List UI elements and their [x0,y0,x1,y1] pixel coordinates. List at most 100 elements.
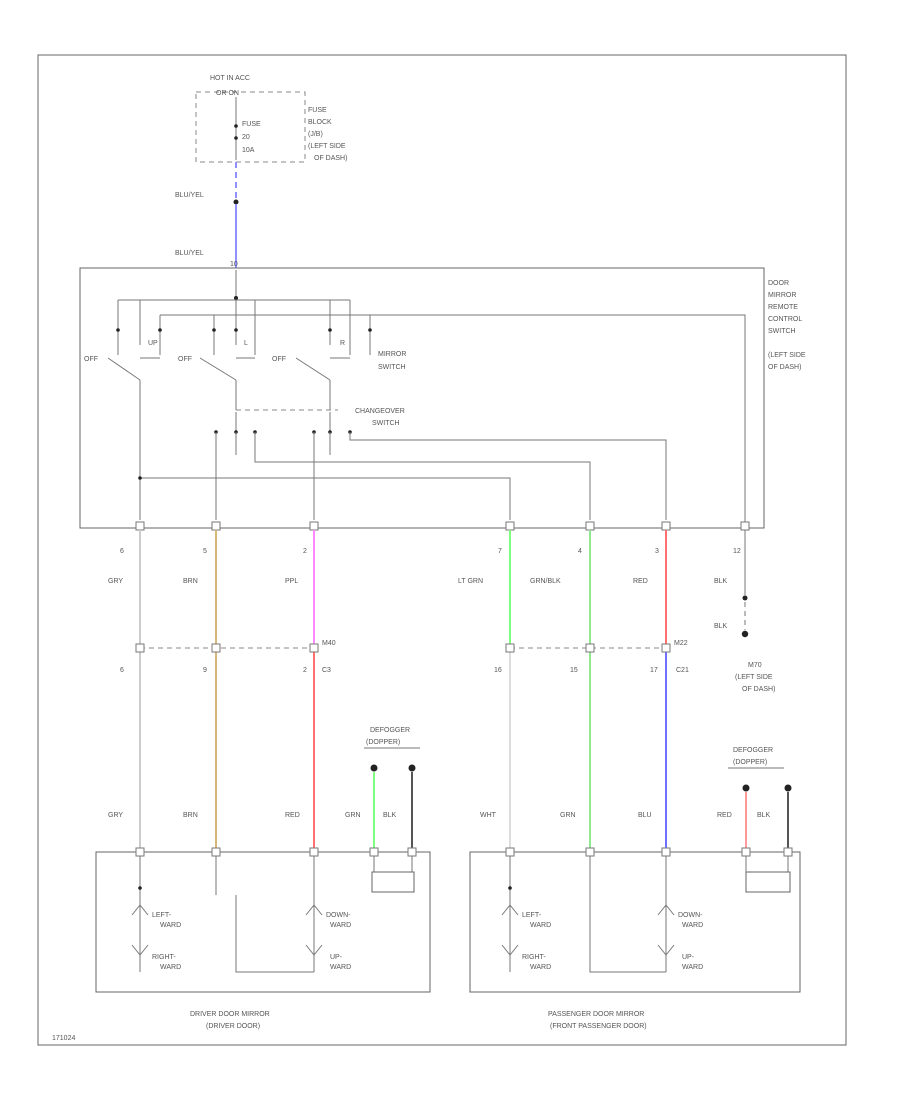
pin-2: 2 [303,548,307,555]
p-wire-grn: GRN [560,812,576,819]
wire-label-blu-yel-1: BLU/YEL [175,192,204,199]
mirror-wire-labels: GRY BRN RED GRN BLK WHT GRN BLU RED BLK [108,812,771,819]
mirror-switch: OFF UP OFF L OFF R MIRROR SWITCH [84,340,406,520]
driver-mirror-label-2: (DRIVER DOOR) [206,1023,260,1030]
pin-7: 7 [498,548,502,555]
remote-label-2: MIRROR [768,292,796,299]
motor-rightward-2: WARD [160,964,181,971]
diagram-frame [37,54,847,1046]
p-wire-wht: WHT [480,812,497,819]
conn-c3: C3 [322,667,331,674]
motor-upward-2: WARD [330,964,351,971]
conn-m22: M22 [674,640,688,647]
p-motor-leftward-2: WARD [530,922,551,929]
jpin-16: 16 [494,667,502,674]
p-wire-red: RED [717,812,732,819]
remote-control-switch: DOOR MIRROR REMOTE CONTROL SWITCH (LEFT … [79,267,806,529]
ground-label-3: OF DASH) [742,686,775,693]
changeover-switch: CHANGEOVER SWITCH [138,408,667,520]
driver-door-mirror: LEFT- WARD RIGHT- WARD DOWN- WARD UP- WA… [95,847,431,1030]
wire-label-blu-yel-2: BLU/YEL [175,250,204,257]
pin-5: 5 [203,548,207,555]
remote-label-7: OF DASH) [768,364,801,371]
fuse-amperage: 10A [242,147,255,154]
motor-upward: UP- [330,954,343,961]
fuse-block-label-2: BLOCK [308,119,332,126]
motor-leftward-2: WARD [160,922,181,929]
sw-r: R [340,340,345,347]
p-motor-upward: UP- [682,954,695,961]
sw-off-2: OFF [178,356,192,363]
sw-l: L [244,340,248,347]
pin-3: 3 [655,548,659,555]
pass-mirror-label-2: (FRONT PASSENGER DOOR) [550,1023,647,1030]
p-motor-rightward-2: WARD [530,964,551,971]
jpin-15: 15 [570,667,578,674]
wire-blk: BLK [714,578,728,585]
p-motor-rightward: RIGHT- [522,954,546,961]
pin-top: 10 [230,261,238,268]
conn-m40: M40 [322,640,336,647]
pin-12: 12 [733,548,741,555]
hot-in-label-2: OR ON [216,90,239,97]
wire-brn: BRN [183,578,198,585]
passenger-door-mirror: LEFT- WARD RIGHT- WARD DOWN- WARD UP- WA… [469,847,801,1030]
sw-up-1: UP [148,340,158,347]
p-motor-leftward: LEFT- [522,912,542,919]
jpin-6: 6 [120,667,124,674]
d-wire-blk: BLK [383,812,397,819]
d-wire-red: RED [285,812,300,819]
fuse-block-label-1: FUSE [308,107,327,114]
motor-downward: DOWN- [326,912,351,919]
mirror-switch-label-1: MIRROR [378,351,406,358]
p-wire-blk: BLK [757,812,771,819]
sw-off-3: OFF [272,356,286,363]
d-wire-grn: GRN [345,812,361,819]
remote-label-5: SWITCH [768,328,796,335]
wire-blk-2: BLK [714,623,728,630]
fuse-name: FUSE [242,121,261,128]
hot-in-label: HOT IN ACC [210,75,250,82]
wire-red: RED [633,578,648,585]
wire-lt-grn: LT GRN [458,578,483,585]
pin-6: 6 [120,548,124,555]
jpin-17: 17 [650,667,658,674]
figure-id: 171024 [52,1035,75,1042]
remote-label-4: CONTROL [768,316,802,323]
jpin-9: 9 [203,667,207,674]
feed-wire: BLU/YEL BLU/YEL 10 [175,162,239,268]
p-motor-downward-2: WARD [682,922,703,929]
d-wire-brn: BRN [183,812,198,819]
pin-4: 4 [578,548,582,555]
defog-pass-label-2: (DOPPER) [733,759,767,766]
defog-pass-label-1: DEFOGGER [733,747,773,754]
fuse-block: HOT IN ACC OR ON FUSE 20 10A FUSE BLOCK … [195,75,347,163]
fuse-number: 20 [242,134,250,141]
fuse-block-label-5: OF DASH) [314,155,347,162]
wire-grn-blk: GRN/BLK [530,578,561,585]
driver-mirror-label-1: DRIVER DOOR MIRROR [190,1011,270,1018]
motor-rightward: RIGHT- [152,954,176,961]
pass-mirror-label-1: PASSENGER DOOR MIRROR [548,1011,644,1018]
defog-driver-label-1: DEFOGGER [370,727,410,734]
switch-output-wires: GRY BRN PPL LT GRN GRN/BLK RED BLK BLK [108,530,749,852]
fuse-block-label-3: (J/B) [308,131,323,138]
wire-gry: GRY [108,578,123,585]
remote-label-1: DOOR [768,280,789,287]
d-wire-gry: GRY [108,812,123,819]
ground-label-1: M70 [748,662,762,669]
p-motor-upward-2: WARD [682,964,703,971]
defogger-passenger: DEFOGGER (DOPPER) [728,747,792,852]
remote-label-6: (LEFT SIDE [768,352,806,359]
junction-connectors: M40 C3 M22 C21 6 9 2 16 15 17 M70 (LEFT … [120,640,775,693]
fuse-block-label-4: (LEFT SIDE [308,143,346,150]
changeover-label-2: SWITCH [372,420,400,427]
ground-label-2: (LEFT SIDE [735,674,773,681]
p-wire-blu: BLU [638,812,652,819]
p-motor-downward: DOWN- [678,912,703,919]
remote-label-3: REMOTE [768,304,798,311]
defog-driver-label-2: (DOPPER) [366,739,400,746]
sw-off-1: OFF [84,356,98,363]
conn-c21: C21 [676,667,689,674]
